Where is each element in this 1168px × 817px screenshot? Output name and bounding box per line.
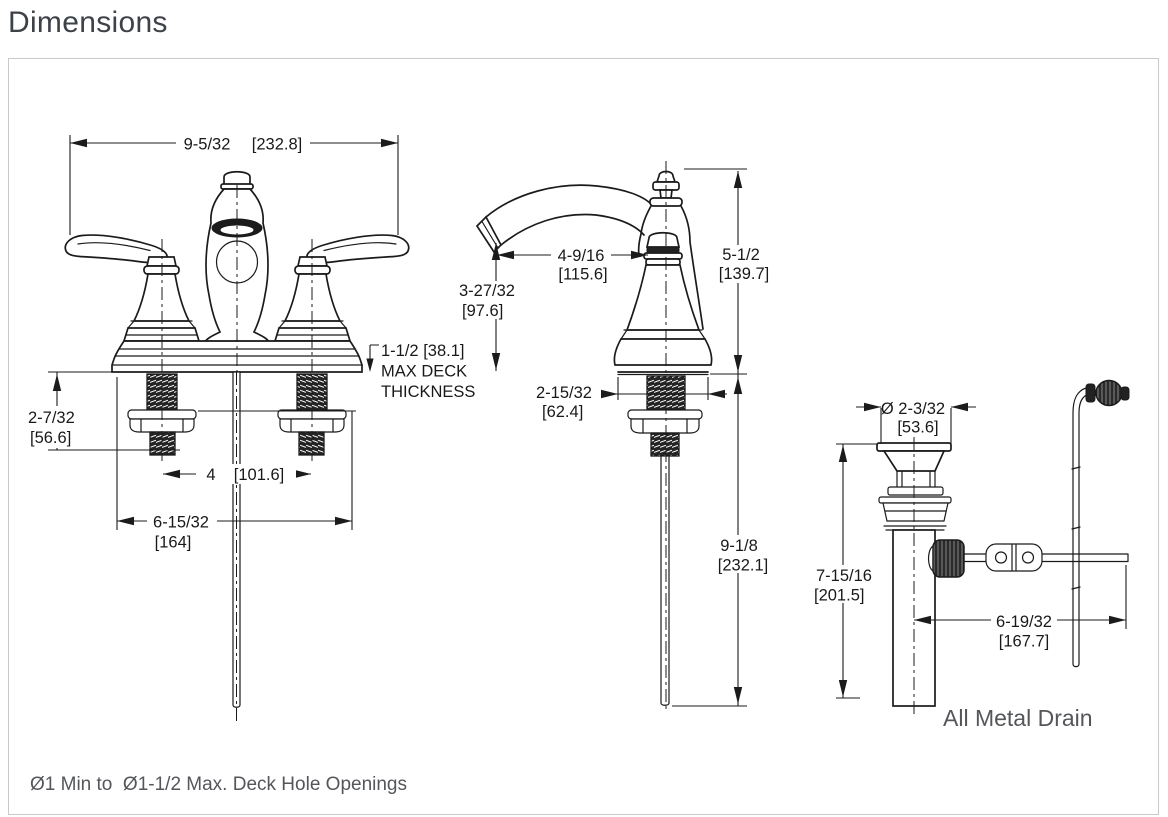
side-spout-height-mm: [97.6] xyxy=(462,302,503,320)
drain-height-in: 7-15/16 xyxy=(816,567,872,585)
side-spout-height-in: 3-27/32 xyxy=(459,282,515,300)
drain-rod-length-in: 6-19/32 xyxy=(996,613,1052,631)
side-overall-height-mm: [139.7] xyxy=(719,265,769,283)
deck-thickness-note-line2: MAX DECK xyxy=(381,363,467,381)
side-overall-height-in: 5-1/2 xyxy=(722,246,760,264)
drain-flange-dia-in: Ø 2-3/32 xyxy=(881,400,945,418)
lift-rod-knob xyxy=(1095,379,1123,407)
dimension-labels: 9-5/32 [232.8] 1-1/2 [38.1] MAX DECK THI… xyxy=(28,136,1093,732)
dimension-lines xyxy=(48,135,1127,707)
drain-caption: All Metal Drain xyxy=(943,705,1093,731)
label-backgrounds xyxy=(25,133,1057,649)
front-overall-width-mm: [232.8] xyxy=(252,136,302,154)
front-below-deck-mm: [56.6] xyxy=(30,429,71,447)
front-centers-mm: [101.6] xyxy=(234,466,284,484)
side-base-depth-in: 2-15/32 xyxy=(536,384,592,402)
deck-thickness-note-line3: THICKNESS xyxy=(381,383,475,401)
front-base-width-mm: [164] xyxy=(155,534,192,552)
page-title: Dimensions xyxy=(8,6,168,39)
spout-side xyxy=(475,184,653,254)
drain-flange-dia-mm: [53.6] xyxy=(897,419,938,437)
deck-hole-note: Ø1 Min to Ø1-1/2 Max. Deck Hole Openings xyxy=(30,774,407,795)
dimensions-diagram: 9-5/32 [232.8] 1-1/2 [38.1] MAX DECK THI… xyxy=(25,133,1130,732)
dimensions-panel: 9-5/32 [232.8] 1-1/2 [38.1] MAX DECK THI… xyxy=(8,58,1159,815)
lift-rod-front xyxy=(232,371,241,708)
drain-height-mm: [201.5] xyxy=(814,587,864,605)
side-below-deck-in: 9-1/8 xyxy=(720,537,758,555)
side-spout-reach-in: 4-9/16 xyxy=(558,247,605,265)
front-overall-width-in: 9-5/32 xyxy=(184,136,231,154)
pivot-rod xyxy=(963,543,1129,572)
side-spout-reach-mm: [115.6] xyxy=(558,266,607,284)
deck-thickness-note-line1: 1-1/2 [38.1] xyxy=(381,342,464,360)
side-below-deck-mm: [232.1] xyxy=(718,557,768,575)
drain-lift-rod xyxy=(1071,379,1130,668)
front-base-width-in: 6-15/32 xyxy=(153,514,209,532)
lift-rod-side xyxy=(660,455,670,706)
drain-rod-length-mm: [167.7] xyxy=(999,633,1049,651)
centerlines xyxy=(161,161,915,722)
shank-side xyxy=(627,375,703,457)
front-below-deck-in: 2-7/32 xyxy=(28,409,75,427)
side-base-depth-mm: [62.4] xyxy=(542,403,583,421)
pivot-nut xyxy=(927,539,965,578)
front-centers-in: 4 xyxy=(206,466,215,484)
faucet-body-side xyxy=(613,205,713,376)
